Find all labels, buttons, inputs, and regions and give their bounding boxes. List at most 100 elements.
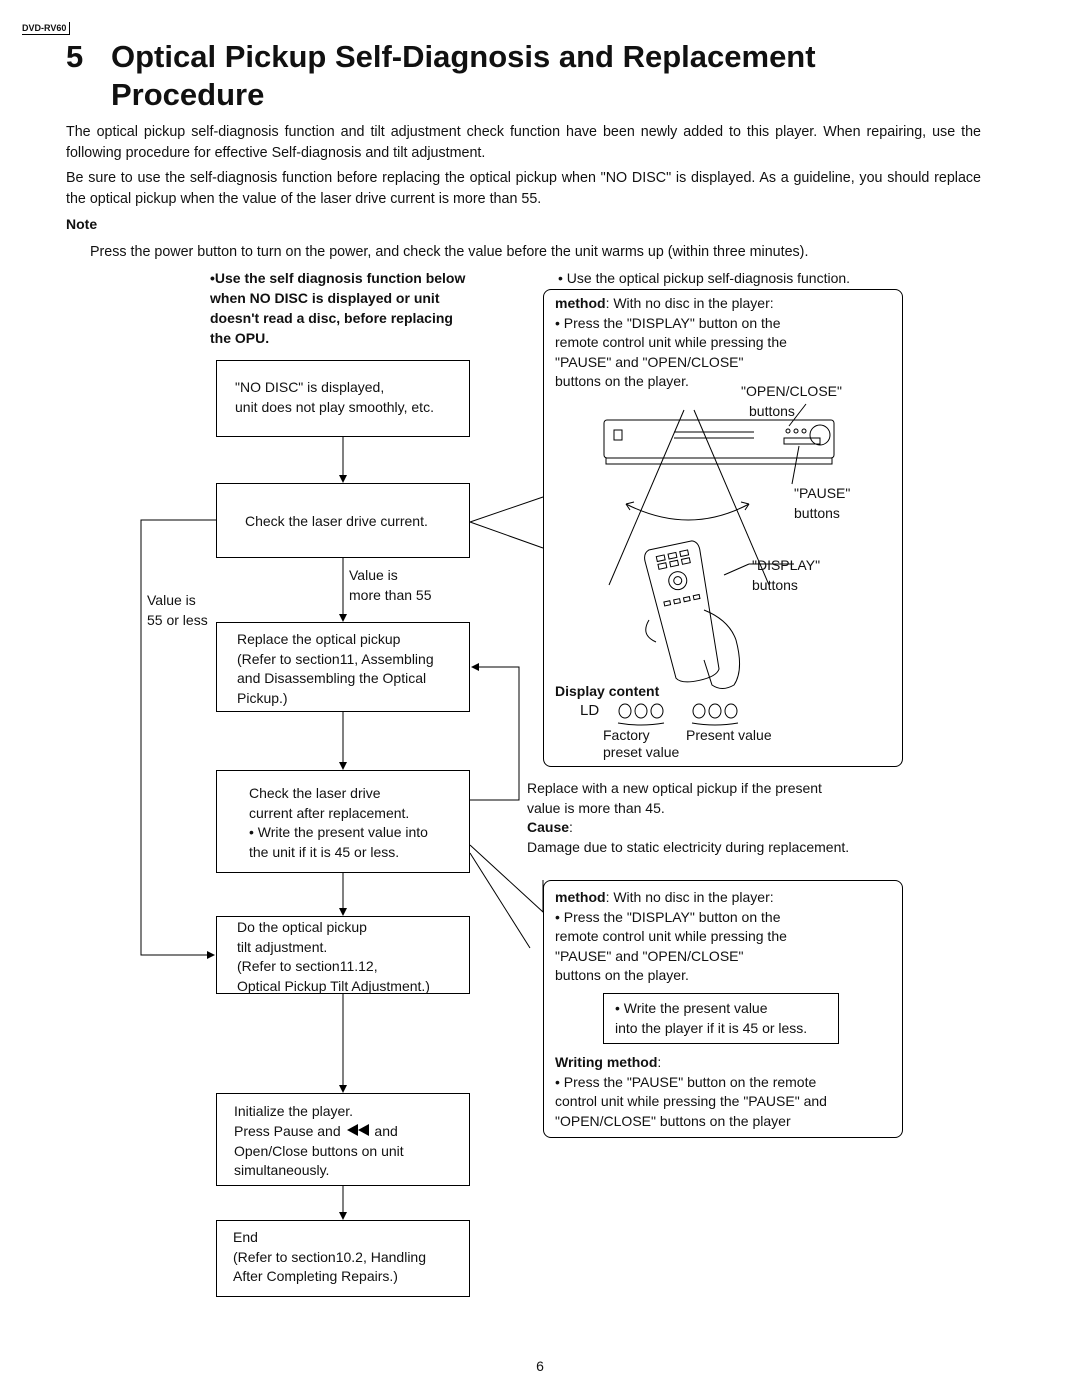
flow-box-line: End xyxy=(233,1229,258,1245)
method-2-line: buttons on the player. xyxy=(555,967,689,983)
player-remote-illustration xyxy=(603,403,835,689)
method-1-label: method xyxy=(555,295,606,311)
writing-method-colon: : xyxy=(657,1054,662,1070)
method-2-line: remote control unit while pressing the xyxy=(555,928,787,944)
pause-label-line: buttons xyxy=(794,504,840,521)
flow-box-line: the unit if it is 45 or less. xyxy=(249,843,400,860)
flow-box-line: Optical Pickup Tilt Adjustment.) xyxy=(237,977,430,994)
section-title-line2: Procedure xyxy=(111,77,265,112)
flow-lead-line: when NO DISC is displayed or unit xyxy=(210,290,440,306)
dvd-player-icon xyxy=(603,419,835,459)
cause-label: Cause xyxy=(527,819,570,835)
factory-line: Factory xyxy=(603,727,650,743)
factory-line: preset value xyxy=(603,744,680,760)
section-number: 5 xyxy=(66,39,84,74)
right-lead: • Use the optical pickup self-diagnosis … xyxy=(558,270,851,286)
method-1-line: buttons on the player. xyxy=(555,373,689,389)
method-2-line: "PAUSE" and "OPEN/CLOSE" xyxy=(555,947,744,964)
write-value-line: • Write the present value xyxy=(615,1000,768,1016)
page-number: 6 xyxy=(536,1358,544,1374)
flow-box-end: End (Refer to section10.2, Handling Afte… xyxy=(216,1220,470,1297)
flow-box-line: Press Pause and and xyxy=(234,1122,469,1142)
flow-box-line: simultaneously. xyxy=(234,1162,330,1179)
method-2-text: method: With no disc in the player: • Pr… xyxy=(555,888,787,986)
display-digits-icon xyxy=(617,703,739,726)
method-2-line: • Press the "DISPLAY" button on the xyxy=(555,908,781,925)
display-content-heading: Display content xyxy=(555,683,660,699)
flow-box-line: (Refer to section11.12, xyxy=(237,958,378,974)
writing-method-line: control unit while pressing the "PAUSE" … xyxy=(555,1093,827,1109)
writing-method-line: • Press the "PAUSE" button on the remote xyxy=(555,1073,817,1090)
flow-box-line: Open/Close buttons on unit xyxy=(234,1142,404,1159)
remote-control-icon xyxy=(644,540,720,683)
writing-method-label: Writing method xyxy=(555,1054,658,1070)
branch-line: 55 or less xyxy=(147,611,208,628)
flow-lead-line: the OPU. xyxy=(210,330,270,346)
flow-box-tilt-adjustment: Do the optical pickup tilt adjustment. (… xyxy=(216,916,470,994)
method-1-line: • Press the "DISPLAY" button on the xyxy=(555,314,781,331)
flow-box-line: "NO DISC" is displayed, xyxy=(235,379,385,395)
writing-method-heading: Writing method: xyxy=(555,1053,827,1073)
method-1-line: remote control unit while pressing the xyxy=(555,334,787,350)
present-value-label: Present value xyxy=(686,727,772,743)
flow-box-no-disc: "NO DISC" is displayed, unit does not pl… xyxy=(216,360,470,437)
flow-box-line: current after replacement. xyxy=(249,804,410,821)
method-1-heading: method: With no disc in the player: xyxy=(555,294,787,314)
flow-lead-note: •Use the self diagnosis function below w… xyxy=(210,268,520,348)
hand-icon xyxy=(703,609,740,689)
flow-box-check-current: Check the laser drive current. xyxy=(216,483,470,558)
display-label: "DISPLAY" buttons xyxy=(752,556,820,595)
flow-box-line: (Refer to section11, Assembling xyxy=(237,650,434,667)
write-value-box: • Write the present value into the playe… xyxy=(603,993,839,1044)
writing-method-text: Writing method: • Press the "PAUSE" butt… xyxy=(555,1053,827,1131)
method-callout-1: method: With no disc in the player: • Pr… xyxy=(543,289,903,767)
open-close-label-line: "OPEN/CLOSE" xyxy=(741,383,842,399)
cause-colon: : xyxy=(569,819,573,835)
note-text: Press the power button to turn on the po… xyxy=(90,244,809,260)
cause-text: Damage due to static electricity during … xyxy=(527,838,850,855)
replace-note-line: Replace with a new optical pickup if the… xyxy=(527,780,822,796)
factory-preset-label: Factory preset value xyxy=(603,727,679,761)
flow-box-line: • Write the present value into xyxy=(249,824,428,840)
section-title-line1: Optical Pickup Self-Diagnosis and Replac… xyxy=(111,39,816,74)
flow-box-line: Replace the optical pickup xyxy=(237,631,401,647)
flow-box-line: Check the laser drive current. xyxy=(245,513,428,529)
flow-box-check-after-replacement: Check the laser drive current after repl… xyxy=(216,770,470,873)
replace-note-line: value is more than 45. xyxy=(527,799,665,816)
branch-line: Value is xyxy=(147,592,196,608)
method-1-rest: : With no disc in the player: xyxy=(605,295,774,311)
display-label-line: buttons xyxy=(752,576,798,593)
flow-box-line: Initialize the player. xyxy=(234,1103,354,1119)
method-2-heading: method: With no disc in the player: xyxy=(555,888,787,908)
method-2-rest: : With no disc in the player: xyxy=(605,889,774,905)
flow-box-line: Do the optical pickup xyxy=(237,919,367,935)
method-1-line: "PAUSE" and "OPEN/CLOSE" xyxy=(555,353,744,370)
flow-box-line: After Completing Repairs.) xyxy=(233,1268,398,1284)
method-callout-2: method: With no disc in the player: • Pr… xyxy=(543,880,903,1138)
display-label-line: "DISPLAY" xyxy=(752,557,821,573)
pause-label-line: "PAUSE" xyxy=(794,485,851,501)
open-close-label: "OPEN/CLOSE" buttons xyxy=(741,382,842,421)
section-title: 5 Optical Pickup Self-Diagnosis and Repl… xyxy=(66,38,1066,118)
intro-paragraph-2: Be sure to use the self-diagnosis functi… xyxy=(66,170,981,207)
method-1-text: method: With no disc in the player: • Pr… xyxy=(555,294,787,392)
pause-label: "PAUSE" buttons xyxy=(794,484,850,523)
intro-paragraph-1: The optical pickup self-diagnosis functi… xyxy=(66,124,981,161)
write-value-line: into the player if it is 45 or less. xyxy=(615,1019,808,1036)
branch-line: Value is xyxy=(349,567,398,583)
branch-55-or-less: Value is 55 or less xyxy=(147,591,208,630)
cause-heading: Cause: xyxy=(527,818,849,838)
flow-box-line: and Disassembling the Optical xyxy=(237,670,427,686)
flow-box-line: unit does not play smoothly, etc. xyxy=(235,398,434,415)
flow-box-initialize: Initialize the player. Press Pause and a… xyxy=(216,1093,470,1186)
flow-box-line: Check the laser drive xyxy=(249,785,381,801)
branch-line: more than 55 xyxy=(349,586,432,603)
flow-box-replace-pickup: Replace the optical pickup (Refer to sec… xyxy=(216,622,470,712)
flow-lead-line: doesn't read a disc, before replacing xyxy=(210,310,453,326)
writing-method-line: "OPEN/CLOSE" buttons on the player xyxy=(555,1112,791,1129)
flow-box-text: Press Pause and xyxy=(234,1122,341,1139)
branch-more-than-55: Value is more than 55 xyxy=(349,566,432,605)
flow-lead-line: •Use the self diagnosis function below xyxy=(210,270,466,286)
display-ld: LD xyxy=(580,702,600,719)
